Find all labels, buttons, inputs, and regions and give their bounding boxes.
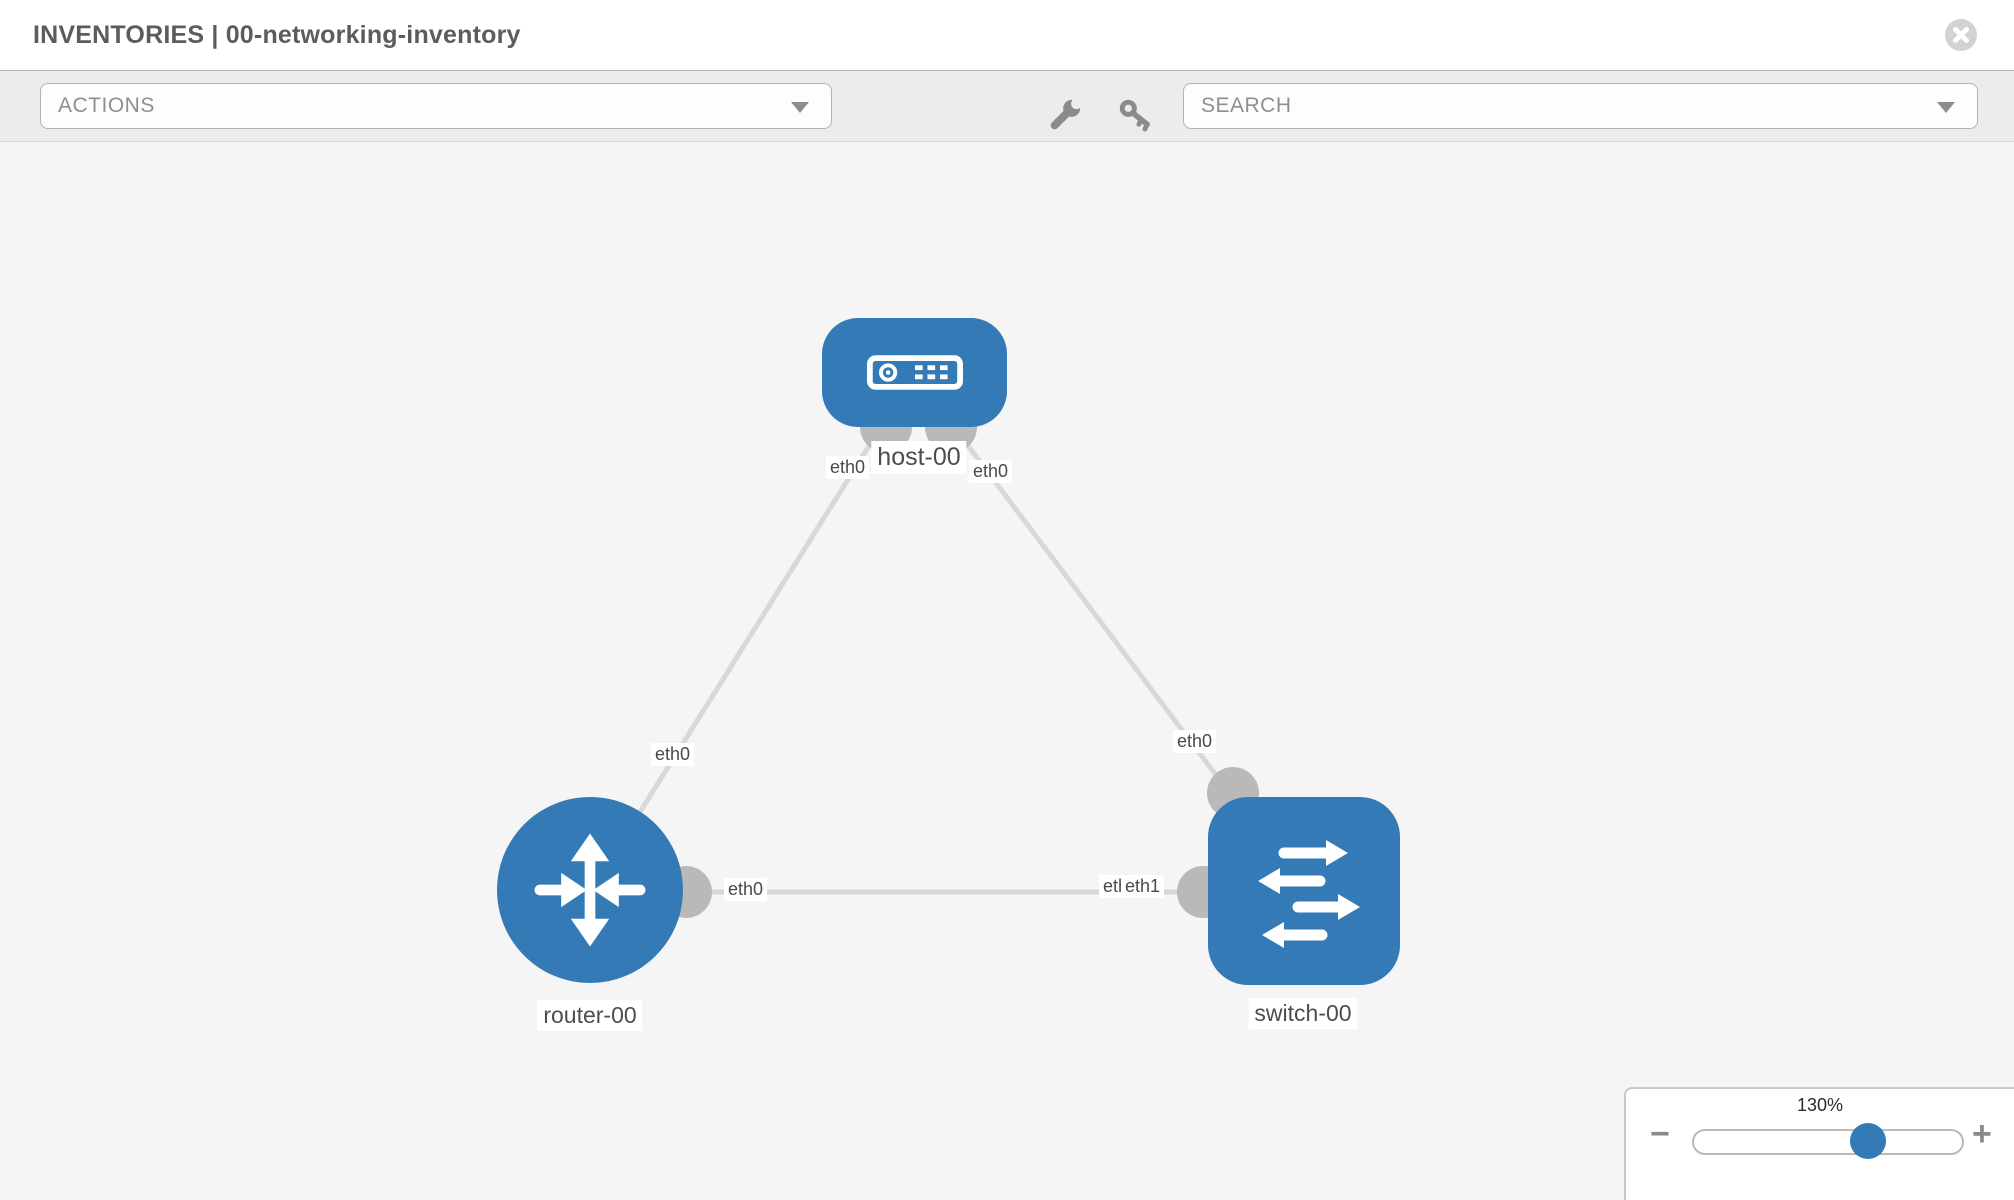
close-icon: [1953, 27, 1969, 43]
node-label-host: host-00: [871, 441, 967, 474]
router-icon: [534, 833, 646, 947]
if-label-switch-to-host: eth0: [1173, 730, 1217, 753]
node-host-00[interactable]: [822, 318, 1007, 427]
host-icon: [866, 355, 963, 390]
switch-icon: [1258, 840, 1360, 948]
header: INVENTORIES | 00-networking-inventory: [0, 0, 2014, 71]
caret-down-icon: [791, 102, 809, 113]
node-label-router: router-00: [537, 1000, 643, 1031]
zoom-panel: 130% − +: [1624, 1087, 2014, 1200]
key-icon: [1119, 99, 1150, 132]
node-switch-00[interactable]: [1208, 797, 1400, 985]
zoom-level-value: 130%: [1796, 1095, 1844, 1115]
if-label-host-to-switch: eth0: [969, 460, 1013, 483]
node-label-switch: switch-00: [1248, 998, 1358, 1029]
if-label-switch-to-router: eth1: [1121, 875, 1165, 898]
wrench-icon: [1050, 98, 1082, 130]
zoom-slider[interactable]: [1692, 1123, 1964, 1159]
caret-down-icon: [1937, 102, 1955, 113]
toolbar: ACTIONS SEARCH: [0, 71, 2014, 142]
if-label-router-to-host: eth0: [651, 743, 695, 766]
zoom-in-button[interactable]: +: [1972, 1115, 1992, 1153]
close-button[interactable]: [1945, 19, 1977, 51]
if-label-router-to-switch: eth0: [724, 878, 768, 901]
links-layer: [587, 372, 1306, 918]
credentials-button[interactable]: [1118, 98, 1152, 132]
configure-button[interactable]: [1048, 98, 1082, 132]
zoom-out-button[interactable]: −: [1650, 1115, 1670, 1153]
actions-dropdown[interactable]: ACTIONS: [40, 83, 832, 129]
search-dropdown[interactable]: SEARCH: [1183, 83, 1978, 129]
search-placeholder: SEARCH: [1201, 94, 1292, 117]
topology-canvas[interactable]: eth0 eth0 eth0 eth0 eth0 eth0 eth1 host-…: [0, 142, 2014, 1200]
actions-dropdown-label: ACTIONS: [58, 94, 155, 117]
zoom-slider-handle[interactable]: [1850, 1123, 1886, 1159]
node-router-00[interactable]: [497, 797, 683, 983]
if-label-host-to-router: eth0: [826, 456, 870, 479]
page-title: INVENTORIES | 00-networking-inventory: [33, 20, 521, 49]
